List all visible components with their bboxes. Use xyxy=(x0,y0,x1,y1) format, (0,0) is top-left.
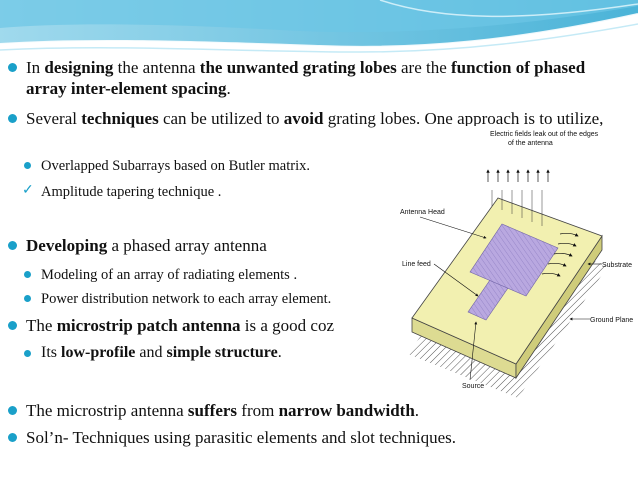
label-substrate: Substrate xyxy=(602,262,632,269)
text-segment: Sol’n- Techniques using parasitic elemen… xyxy=(26,428,457,447)
bold-text: designing xyxy=(44,58,114,77)
bullet-dot-icon xyxy=(8,63,17,72)
bold-text: simple structure xyxy=(166,344,278,361)
text-segment: Overlapped Subarrays based on Butler mat… xyxy=(41,158,310,174)
bold-text: techniques xyxy=(81,109,159,128)
text-segment: . xyxy=(277,344,282,361)
bold-text: avoid xyxy=(283,109,324,128)
text-segment: Power distribution network to each array… xyxy=(41,291,332,307)
field-arrows-side xyxy=(541,232,579,277)
bullet-dot-icon xyxy=(24,295,31,302)
bullet-text: Sol’n- Techniques using parasitic elemen… xyxy=(26,427,618,448)
text-segment: Amplitude tapering technique . xyxy=(41,184,222,200)
caption-top-line2: of the antenna xyxy=(508,140,553,147)
subbullet-text: Overlapped Subarrays based on Butler mat… xyxy=(41,157,310,175)
text-segment: Its xyxy=(41,344,61,361)
text-segment: . xyxy=(414,401,420,420)
field-arrows-up xyxy=(486,169,550,182)
bullet-text: Developing a phased array antenna xyxy=(26,235,618,256)
text-segment: can be utilized to xyxy=(158,109,284,128)
bullet-dot-icon xyxy=(8,241,17,250)
label-source: Source xyxy=(462,383,484,390)
text-segment: Several xyxy=(26,109,82,128)
bold-text: Developing xyxy=(26,236,108,255)
subbullet-text: Amplitude tapering technique . xyxy=(41,183,221,201)
subbullet-text: Its low-profile and simple structure. xyxy=(41,344,282,362)
text-segment: The microstrip antenna xyxy=(26,401,188,420)
microstrip-antenna-figure: Electric fields leak out of the edges of… xyxy=(398,126,638,402)
text-segment: In xyxy=(26,58,45,77)
bullet-text: In designing the antenna the unwanted gr… xyxy=(26,57,618,99)
bullet-text: The microstrip antenna suffers from narr… xyxy=(26,400,618,421)
bold-text: low-profile xyxy=(61,344,136,361)
subbullet-text: Modeling of an array of radiating elemen… xyxy=(41,266,297,284)
bullet-dot-icon xyxy=(24,162,31,169)
bold-text: suffers xyxy=(187,401,238,420)
text-segment: grating lobes. One approach is to utiliz… xyxy=(323,109,604,128)
label-line-feed: Line feed xyxy=(402,261,431,268)
bullet-dot-icon xyxy=(24,350,31,357)
patch-shape xyxy=(469,223,559,297)
text-segment: Modeling of an array of radiating elemen… xyxy=(41,267,298,283)
caption-top-line1: Electric fields leak out of the edges xyxy=(490,131,599,138)
label-ground-plane: Ground Plane xyxy=(590,317,633,324)
bold-text: function of phased array inter-element s… xyxy=(26,58,586,98)
label-antenna-head: Antenna Head xyxy=(400,209,445,216)
checkmark-icon: ✓ xyxy=(22,183,34,198)
header-wave-decoration xyxy=(0,0,638,60)
bullet-dot-icon xyxy=(8,406,17,415)
text-segment: and xyxy=(135,344,167,361)
bullet-dot-icon xyxy=(24,271,31,278)
bullet-dot-icon xyxy=(8,114,17,123)
text-segment: . xyxy=(226,79,231,98)
bullet-dot-icon xyxy=(8,321,17,330)
bold-text: the unwanted grating lobes xyxy=(199,58,397,77)
bold-text: microstrip patch antenna xyxy=(56,316,241,335)
text-segment: the antenna xyxy=(113,58,200,77)
subbullet-text: Power distribution network to each array… xyxy=(41,290,331,308)
text-segment: are the xyxy=(396,58,452,77)
text-segment: is a good coz xyxy=(240,316,335,335)
bullet-text: Several techniques can be utilized to av… xyxy=(26,108,616,129)
bullet-text: The microstrip patch antenna is a good c… xyxy=(26,315,618,336)
field-lines xyxy=(491,190,543,226)
text-segment: The xyxy=(26,316,57,335)
bullet-dot-icon xyxy=(8,433,17,442)
text-segment: a phased array antenna xyxy=(107,236,267,255)
bold-text: narrow bandwidth xyxy=(278,401,415,420)
text-segment: from xyxy=(237,401,279,420)
antenna-diagram: Electric fields leak out of the edges of… xyxy=(400,131,633,398)
